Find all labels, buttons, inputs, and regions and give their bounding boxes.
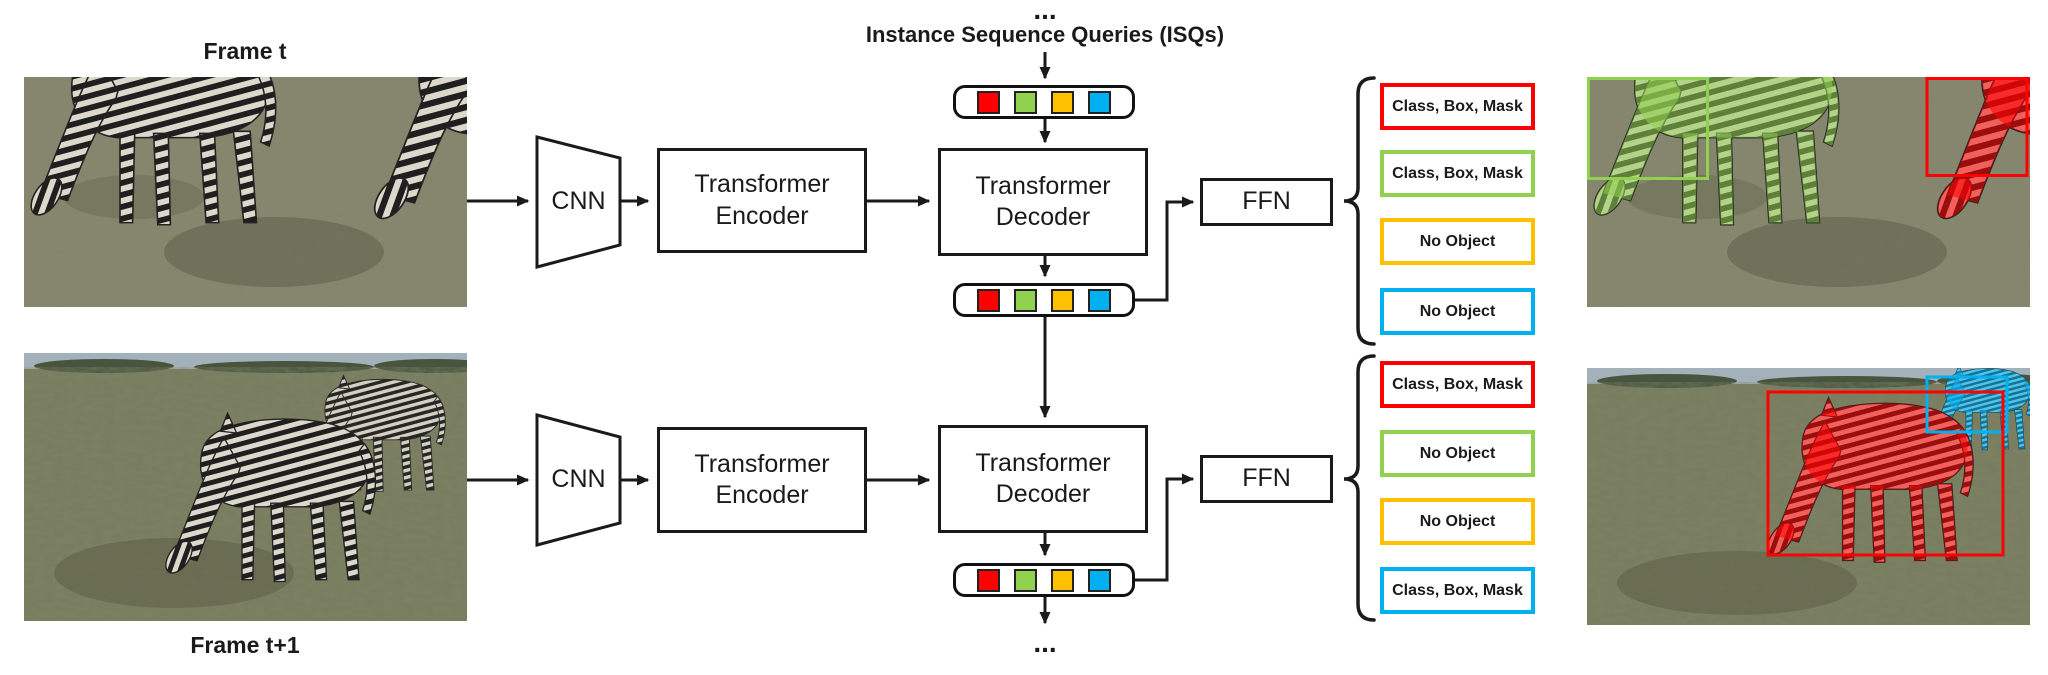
bottom-ellipsis: ...	[1033, 627, 1057, 658]
prediction-label-yellow-2: No Object	[1380, 498, 1535, 545]
frame-t-image	[24, 77, 467, 307]
query-square-green	[1014, 288, 1037, 312]
prediction-label-red-1: Class, Box, Mask	[1380, 83, 1535, 130]
query-square-blue	[1088, 90, 1111, 114]
decoder2-output-queries-box	[953, 563, 1135, 597]
prediction-label-green-1: Class, Box, Mask	[1380, 150, 1535, 197]
prediction-text: Class, Box, Mask	[1392, 97, 1523, 115]
cnn-block-2: CNN	[551, 465, 606, 493]
query-square-red	[977, 568, 1000, 592]
blue-bounding-box	[1925, 375, 2009, 434]
cnn-block-1: CNN	[551, 187, 606, 215]
brace-row2	[1343, 354, 1376, 622]
transformer-encoder-2: Transformer Encoder	[657, 427, 867, 533]
query-square-blue	[1088, 288, 1111, 312]
query-square-yellow	[1051, 568, 1074, 592]
ffn-2: FFN	[1200, 455, 1333, 503]
query-square-green	[1014, 90, 1037, 114]
prediction-text: Class, Box, Mask	[1392, 581, 1523, 599]
prediction-text: No Object	[1419, 512, 1496, 530]
transformer-decoder-1: Transformer Decoder	[938, 148, 1148, 256]
prediction-text: No Object	[1419, 232, 1496, 250]
prediction-text: No Object	[1419, 444, 1496, 462]
frame-t1-image	[24, 353, 467, 621]
green-bounding-box	[1587, 77, 1709, 180]
frame-t1-label: Frame t+1	[190, 632, 300, 658]
dirt-patch	[1727, 217, 1947, 287]
query-square-blue	[1088, 568, 1111, 592]
result-frame-t1-image	[1587, 368, 2030, 625]
brace-row1	[1343, 76, 1376, 346]
top-ellipsis: ...	[1033, 0, 1057, 25]
ffn-1: FFN	[1200, 178, 1333, 226]
result-frame-t-image	[1587, 77, 2030, 307]
query-square-red	[977, 288, 1000, 312]
transformer-decoder-2: Transformer Decoder	[938, 425, 1148, 533]
query-square-green	[1014, 568, 1037, 592]
frame-t-label: Frame t	[203, 38, 287, 64]
prediction-label-blue-2: Class, Box, Mask	[1380, 567, 1535, 614]
prediction-text: Class, Box, Mask	[1392, 375, 1523, 393]
prediction-text: Class, Box, Mask	[1392, 164, 1523, 182]
dirt-patch	[164, 217, 384, 287]
isq-title: Instance Sequence Queries (ISQs)	[865, 22, 1225, 47]
prediction-text: No Object	[1419, 302, 1496, 320]
prediction-label-red-2: Class, Box, Mask	[1380, 361, 1535, 408]
query-square-yellow	[1051, 288, 1074, 312]
transformer-encoder-1: Transformer Encoder	[657, 148, 867, 253]
prediction-label-blue-1: No Object	[1380, 288, 1535, 335]
decoder1-output-queries-box	[953, 283, 1135, 317]
prediction-label-yellow-1: No Object	[1380, 218, 1535, 265]
prediction-label-green-2: No Object	[1380, 430, 1535, 477]
red-bounding-box	[1766, 390, 2005, 557]
query-square-yellow	[1051, 90, 1074, 114]
query-square-red	[977, 90, 1000, 114]
isq-input-box	[953, 85, 1135, 119]
dirt-patch	[1617, 551, 1857, 615]
red-bounding-box	[1925, 77, 2029, 177]
